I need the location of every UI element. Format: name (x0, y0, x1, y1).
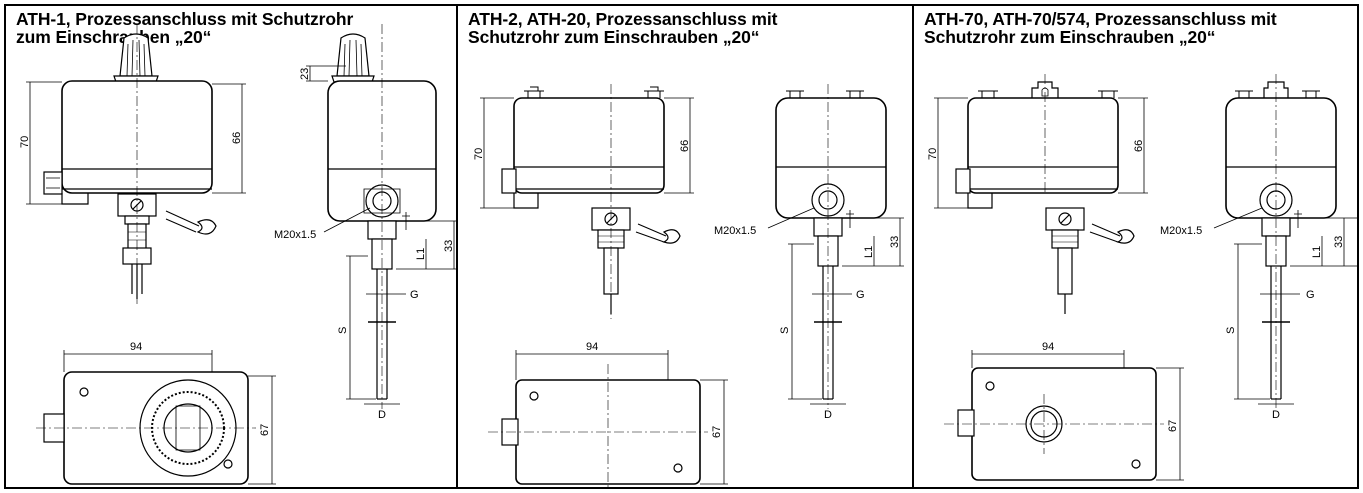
panel-ath2: ATH-2, ATH-20, Prozessanschluss mit Schu… (458, 4, 912, 489)
ath70-drawing: 70 66 33 L1 S G D M20x1.5 94 67 (927, 74, 1359, 481)
dim-g: G (410, 289, 419, 301)
ath2-drawing: 70 66 33 L1 S G D M20x1.5 94 67 (473, 84, 904, 489)
panel-title-line-1: ATH-1, Prozessanschluss mit Schutzrohr (16, 9, 354, 29)
dim-g: G (856, 289, 865, 301)
dim-h23: 23 (299, 68, 311, 80)
dim-h33: 33 (1333, 236, 1345, 248)
dim-h70: 70 (927, 148, 939, 160)
ath1-drawing: 70 66 23 33 L1 S G D M20x1.5 94 67 (19, 24, 456, 485)
panel-title: ATH-70, ATH-70/574, Prozessanschluss mit… (924, 10, 1277, 46)
dim-h33: 33 (889, 236, 901, 248)
panel-title-line-1: ATH-2, ATH-20, Prozessanschluss mit (468, 9, 778, 29)
dim-m20: M20x1.5 (714, 225, 756, 237)
dim-h70: 70 (473, 148, 485, 160)
dim-w94: 94 (1042, 341, 1054, 353)
panel-title-line-1: ATH-70, ATH-70/574, Prozessanschluss mit (924, 9, 1277, 29)
dim-m20: M20x1.5 (274, 229, 316, 241)
panel-ath70: ATH-70, ATH-70/574, Prozessanschluss mit… (914, 4, 1359, 489)
dim-h66: 66 (1133, 140, 1145, 152)
panel-title: ATH-2, ATH-20, Prozessanschluss mit Schu… (468, 10, 777, 46)
dim-d: D (1272, 409, 1280, 421)
dim-h67: 67 (1167, 420, 1179, 432)
dim-h67: 67 (259, 424, 271, 436)
dim-s: S (1225, 327, 1237, 334)
panel-title-line-2: zum Einschrauben „20“ (16, 27, 212, 47)
dim-d: D (378, 409, 386, 421)
dim-s: S (337, 327, 349, 334)
dim-d: D (824, 409, 832, 421)
dim-g: G (1306, 289, 1315, 301)
dim-h70: 70 (19, 136, 31, 148)
panel-title: ATH-1, Prozessanschluss mit Schutzrohr z… (16, 10, 353, 46)
dim-m20: M20x1.5 (1160, 225, 1202, 237)
dim-h67: 67 (711, 426, 723, 438)
panel-title-line-2: Schutzrohr zum Einschrauben „20“ (924, 27, 1216, 47)
dim-h66: 66 (679, 140, 691, 152)
panel-divider (912, 4, 914, 489)
dim-l1: L1 (1311, 246, 1323, 258)
panel-title-line-2: Schutzrohr zum Einschrauben „20“ (468, 27, 760, 47)
dim-w94: 94 (130, 341, 142, 353)
panel-divider (456, 4, 458, 489)
dim-w94: 94 (586, 341, 598, 353)
dim-s: S (779, 327, 791, 334)
dim-l1: L1 (863, 246, 875, 258)
dim-l1: L1 (415, 248, 427, 260)
dim-h33: 33 (443, 240, 455, 252)
drawing-frame (4, 4, 1359, 489)
dim-h66: 66 (231, 132, 243, 144)
panel-ath1: ATH-1, Prozessanschluss mit Schutzrohr z… (6, 4, 456, 489)
